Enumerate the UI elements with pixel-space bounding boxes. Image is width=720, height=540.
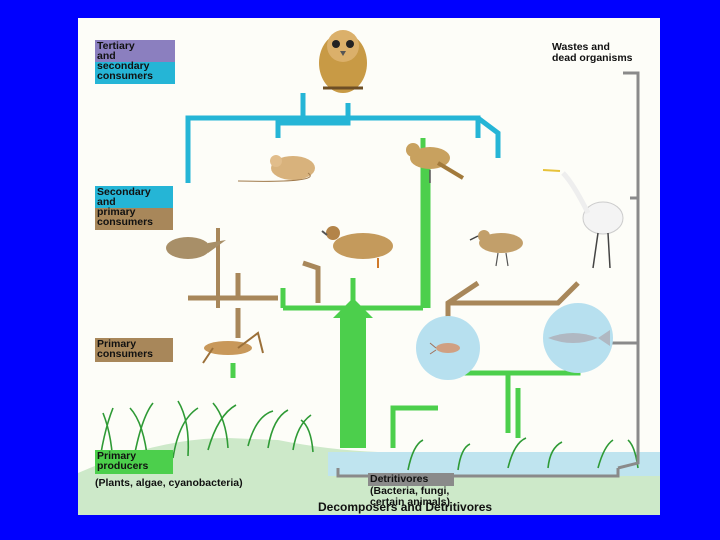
zooplankton-icon bbox=[416, 316, 480, 380]
producer-energy-arrows bbox=[230, 138, 581, 448]
secondary-consumer-arrows bbox=[185, 93, 501, 183]
producers-note: (Plants, algae, cyanobacteria) bbox=[95, 477, 243, 489]
bird-icon bbox=[406, 143, 465, 183]
waste-arrows bbox=[336, 71, 640, 478]
food-web-diagram bbox=[78, 30, 660, 515]
shrew-icon bbox=[166, 237, 226, 259]
egret-icon bbox=[542, 169, 624, 269]
footer-title: Decomposers and Detritivores bbox=[318, 500, 493, 514]
main-producer-trunk bbox=[340, 318, 366, 448]
fish-icon bbox=[543, 303, 613, 373]
sandpiper-icon bbox=[469, 230, 523, 267]
owl-icon bbox=[319, 30, 367, 93]
detritivores-label: Detritivores bbox=[368, 473, 454, 486]
primary-consumer-arrows bbox=[188, 260, 580, 338]
duck-icon bbox=[321, 226, 393, 268]
mouse-icon bbox=[237, 155, 315, 182]
detritivores-note: (Bacteria, fungi,certain animals) bbox=[370, 485, 450, 508]
grasshopper-icon bbox=[202, 331, 264, 364]
